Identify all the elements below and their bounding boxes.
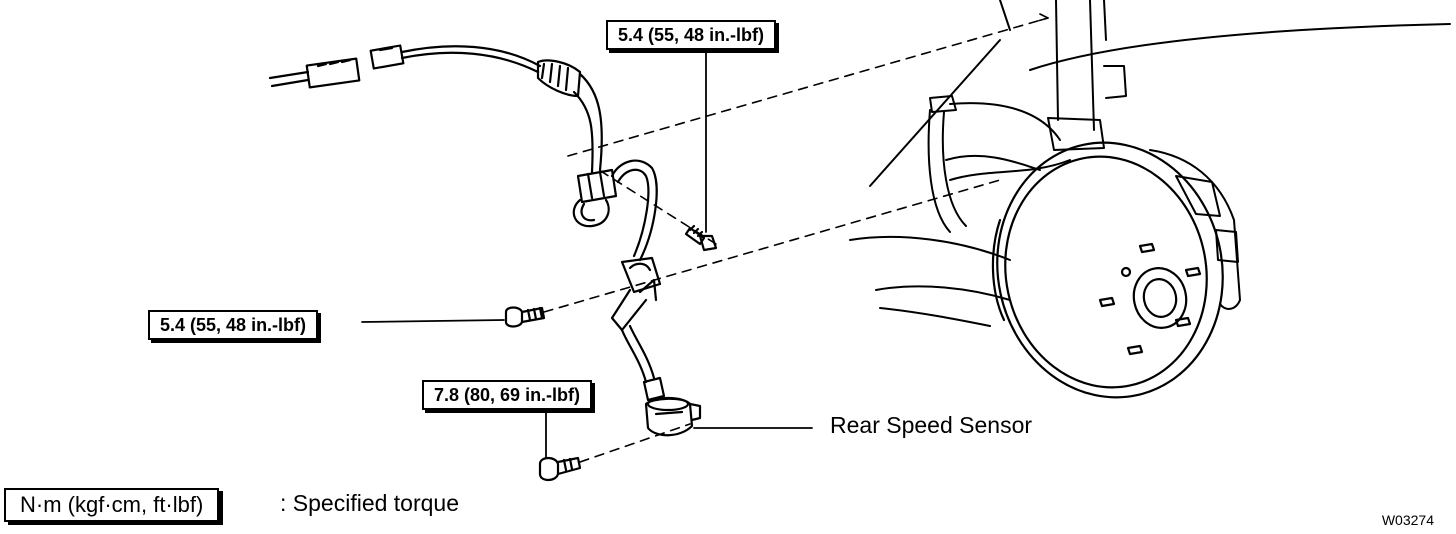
brake-disc <box>991 141 1224 399</box>
legend-description: : Specified torque <box>280 490 460 516</box>
middle-bolt-icon <box>504 306 546 328</box>
lower-bolt-icon <box>538 456 582 482</box>
leader-lines <box>361 49 813 459</box>
torque-box-upper-bolt: 5.4 (55, 48 in.-lbf) <box>606 20 777 50</box>
torque-box-middle-bolt: 5.4 (55, 48 in.-lbf) <box>148 310 319 340</box>
alignment-dashes <box>543 11 1049 463</box>
upper-bolt-icon <box>684 224 718 252</box>
suspension-body <box>849 0 1451 327</box>
harness-connector <box>268 44 542 89</box>
sensor-wire-harness <box>536 59 658 262</box>
torque-box-lower-bolt: 7.8 (80, 69 in.-lbf) <box>422 380 593 410</box>
figure-id: W03274 <box>1381 512 1434 528</box>
rear-speed-sensor <box>644 396 702 437</box>
rear-speed-sensor-label: Rear Speed Sensor <box>830 412 1033 438</box>
legend-unit-box: N·m (kgf·cm, ft·lbf) <box>4 488 220 522</box>
